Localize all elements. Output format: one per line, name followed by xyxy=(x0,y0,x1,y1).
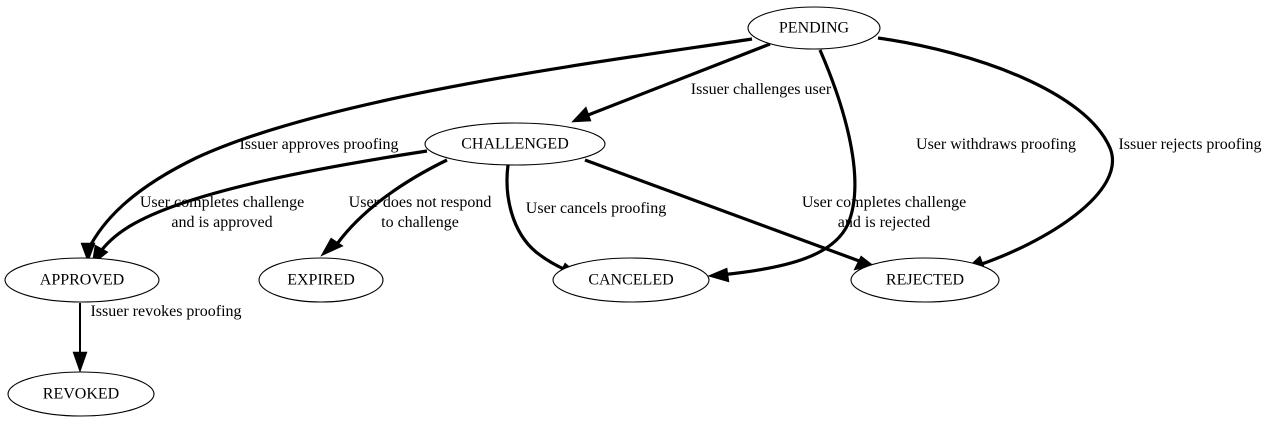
edge-label-pending-canceled: User withdraws proofing xyxy=(916,136,1076,153)
arrowhead-pending-approved xyxy=(80,242,96,263)
node-label-rejected: REJECTED xyxy=(886,272,964,289)
edge-pending-rejected[interactable]: Issuer rejects proofing xyxy=(877,36,1262,271)
edge-path-challenged-approved xyxy=(94,149,428,259)
edge-pending-challenged[interactable]: Issuer challenges user xyxy=(571,42,832,123)
arrowhead-approved-revoked xyxy=(72,351,88,373)
node-label-expired: EXPIRED xyxy=(287,272,355,289)
arrowhead-pending-challenged xyxy=(571,106,592,123)
node-label-approved: APPROVED xyxy=(40,272,124,289)
node-ellipse-revoked xyxy=(7,371,155,417)
edge-path-pending-challenged xyxy=(582,42,771,119)
node-pending[interactable]: PENDING xyxy=(747,6,881,50)
node-ellipse-rejected xyxy=(850,257,1000,303)
node-label-challenged: CHALLENGED xyxy=(461,136,569,153)
edge-label-challenged-expired-line1: User does not respond xyxy=(349,194,492,211)
edge-pending-approved[interactable]: Issuer approves proofing xyxy=(80,37,753,263)
edge-label-challenged-approved-line2: and is approved xyxy=(171,214,272,231)
edge-challenged-approved[interactable]: User completes challenge and is approved xyxy=(91,149,428,266)
node-ellipse-pending xyxy=(747,6,881,50)
node-rejected[interactable]: REJECTED xyxy=(850,257,1000,303)
edge-path-pending-approved xyxy=(86,37,753,251)
edge-label-challenged-canceled: User cancels proofing xyxy=(526,200,666,217)
edge-challenged-rejected[interactable]: User completes challenge and is rejected xyxy=(584,158,966,271)
node-label-pending: PENDING xyxy=(779,20,850,37)
node-ellipse-canceled xyxy=(552,257,710,303)
edge-label-pending-rejected: Issuer rejects proofing xyxy=(1118,136,1261,153)
edge-pending-canceled[interactable]: User withdraws proofing xyxy=(707,49,1076,283)
edge-label-pending-challenged: Issuer challenges user xyxy=(691,81,832,98)
edge-label-pending-approved: Issuer approves proofing xyxy=(239,136,398,153)
edge-approved-revoked[interactable]: Issuer revokes proofing xyxy=(72,303,242,373)
node-canceled[interactable]: CANCELED xyxy=(552,257,710,303)
edge-label-challenged-rejected-line1: User completes challenge xyxy=(802,194,966,211)
edge-path-pending-rejected xyxy=(877,36,1114,268)
edge-path-challenged-canceled xyxy=(505,164,567,272)
arrowhead-pending-canceled xyxy=(707,267,730,283)
edge-path-challenged-rejected xyxy=(584,158,863,264)
node-revoked[interactable]: REVOKED xyxy=(7,371,155,417)
node-ellipse-expired xyxy=(258,257,384,303)
node-ellipse-challenged xyxy=(424,122,606,166)
edge-label-challenged-approved-line1: User completes challenge xyxy=(140,194,304,211)
node-approved[interactable]: APPROVED xyxy=(4,257,160,303)
edge-label-challenged-expired-line2: to challenge xyxy=(381,214,459,231)
node-challenged[interactable]: CHALLENGED xyxy=(424,122,606,166)
edge-label-challenged-rejected-line2: and is rejected xyxy=(838,214,930,231)
arrowhead-challenged-expired xyxy=(320,237,344,257)
edge-label-approved-revoked: Issuer revokes proofing xyxy=(90,303,241,320)
node-label-revoked: REVOKED xyxy=(43,386,119,403)
node-ellipse-approved xyxy=(4,257,160,303)
edge-path-challenged-expired xyxy=(335,158,448,245)
node-expired[interactable]: EXPIRED xyxy=(258,257,384,303)
node-label-canceled: CANCELED xyxy=(588,272,673,289)
edge-path-pending-canceled xyxy=(719,49,857,277)
edge-challenged-expired[interactable]: User does not respond to challenge xyxy=(320,158,492,257)
